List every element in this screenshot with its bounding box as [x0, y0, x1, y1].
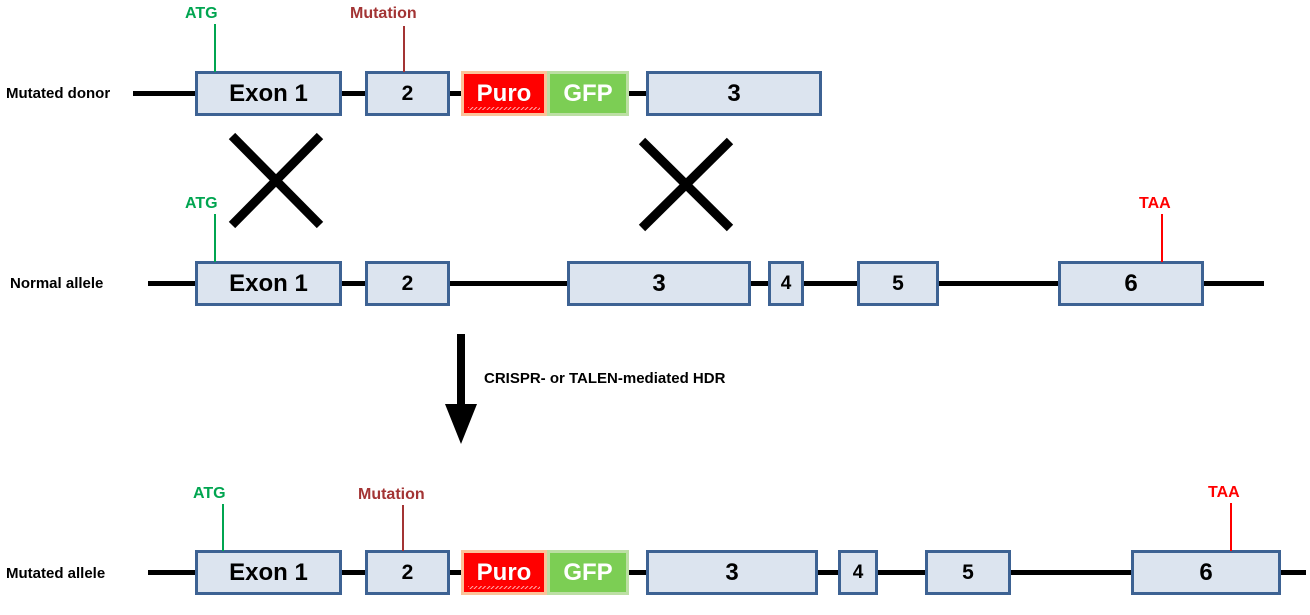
exon-box-normal-exon2[interactable]: 2	[365, 261, 450, 306]
selection-cassette-donor[interactable]: Puro GFP	[461, 71, 629, 116]
exon-box-mutated-exon1[interactable]: Exon 1	[195, 550, 342, 595]
backbone-mutated-2-cassette	[448, 570, 464, 575]
marker-label-atg-mutated: ATG	[193, 485, 226, 502]
marker-label-taa-mutated: TAA	[1208, 484, 1240, 501]
row-label-mutated-allele: Mutated allele	[6, 565, 106, 582]
backbone-mutated-left	[148, 570, 199, 575]
exon-box-normal-exon1[interactable]: Exon 1	[195, 261, 342, 306]
exon-box-donor-exon3[interactable]: 3	[646, 71, 822, 116]
marker-label-atg-donor: ATG	[185, 5, 218, 22]
exon-box-normal-exon6[interactable]: 6	[1058, 261, 1204, 306]
crossover-left-icon	[228, 132, 324, 229]
marker-label-taa-normal: TAA	[1139, 195, 1171, 212]
gfp-segment-donor[interactable]: GFP	[547, 71, 629, 116]
marker-stem-atg-mutated	[222, 504, 224, 551]
puro-segment-mutated[interactable]: Puro	[461, 550, 547, 595]
backbone-mutated-3-4	[816, 570, 840, 575]
exon-box-normal-exon5[interactable]: 5	[857, 261, 939, 306]
exon-box-donor-exon2[interactable]: 2	[365, 71, 450, 116]
exon-box-donor-exon1[interactable]: Exon 1	[195, 71, 342, 116]
exon-box-mutated-exon3[interactable]: 3	[646, 550, 818, 595]
exon-box-normal-exon3[interactable]: 3	[567, 261, 751, 306]
backbone-mutated-cassette-3	[626, 570, 648, 575]
marker-label-mutation-mutated: Mutation	[358, 486, 425, 503]
backbone-normal-right	[1202, 281, 1264, 286]
backbone-normal-1-2	[340, 281, 368, 286]
backbone-normal-4-5	[801, 281, 860, 286]
backbone-donor-cassette-3	[626, 91, 648, 96]
backbone-donor-left	[133, 91, 199, 96]
gfp-label-mutated: GFP	[563, 558, 613, 586]
exon-box-mutated-exon2[interactable]: 2	[365, 550, 450, 595]
puro-label-mutated: Puro	[476, 558, 532, 586]
exon-box-mutated-exon5[interactable]: 5	[925, 550, 1011, 595]
exon-box-mutated-exon4[interactable]: 4	[838, 550, 878, 595]
marker-stem-mutation-donor	[403, 26, 405, 72]
backbone-normal-5-6	[936, 281, 1062, 286]
marker-stem-atg-donor	[214, 24, 216, 72]
gfp-segment-mutated[interactable]: GFP	[547, 550, 629, 595]
process-arrow-label: CRISPR- or TALEN-mediated HDR	[484, 370, 726, 387]
exon-box-normal-exon4[interactable]: 4	[768, 261, 804, 306]
gfp-label-donor: GFP	[563, 79, 613, 107]
marker-stem-atg-normal	[214, 214, 216, 262]
marker-label-atg-normal: ATG	[185, 195, 218, 212]
backbone-donor-1-2	[340, 91, 368, 96]
backbone-donor-2-cassette	[448, 91, 464, 96]
marker-label-mutation-donor: Mutation	[350, 5, 417, 22]
backbone-mutated-right	[1277, 570, 1306, 575]
backbone-mutated-5-6	[1006, 570, 1134, 575]
backbone-normal-2-3	[448, 281, 570, 286]
marker-stem-taa-mutated	[1230, 503, 1232, 551]
row-label-normal-allele: Normal allele	[10, 275, 104, 292]
down-arrow-icon	[445, 334, 477, 444]
puro-label-donor: Puro	[476, 79, 532, 107]
spellcheck-squiggle-icon	[468, 107, 540, 110]
backbone-mutated-1-2	[340, 570, 368, 575]
backbone-mutated-4-5	[874, 570, 928, 575]
exon-box-mutated-exon6[interactable]: 6	[1131, 550, 1281, 595]
backbone-normal-left	[148, 281, 199, 286]
marker-stem-mutation-mutated	[402, 505, 404, 551]
crossover-right-icon	[638, 137, 734, 232]
marker-stem-taa-normal	[1161, 214, 1163, 262]
puro-segment-donor[interactable]: Puro	[461, 71, 547, 116]
backbone-normal-3-4	[748, 281, 770, 286]
spellcheck-squiggle-icon	[468, 586, 540, 589]
selection-cassette-mutated[interactable]: Puro GFP	[461, 550, 629, 595]
row-label-mutated-donor: Mutated donor	[6, 85, 111, 102]
